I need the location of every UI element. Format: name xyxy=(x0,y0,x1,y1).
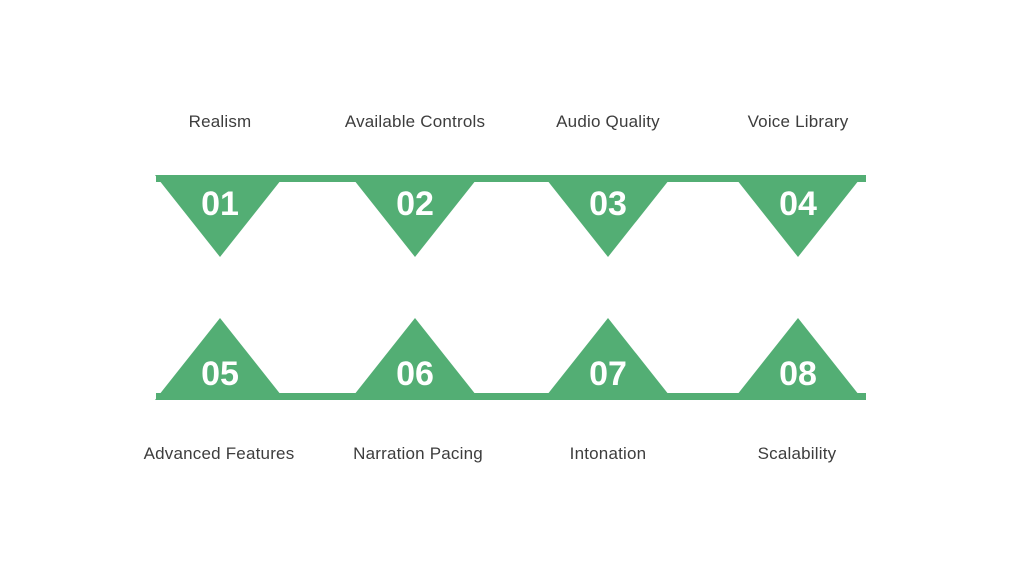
step-label-06: Narration Pacing xyxy=(353,444,483,463)
step-number-03: 03 xyxy=(589,185,627,223)
step-number-07: 07 xyxy=(589,355,627,393)
step-number-04: 04 xyxy=(779,185,817,223)
step-number-02: 02 xyxy=(396,185,434,223)
step-label-07: Intonation xyxy=(569,444,647,463)
step-number-01: 01 xyxy=(201,185,239,223)
top-connector-band xyxy=(156,175,866,182)
step-number-08: 08 xyxy=(779,355,817,393)
step-triangle-02: 02 xyxy=(350,175,480,257)
step-triangle-04: 04 xyxy=(733,175,863,257)
step-number-06: 06 xyxy=(396,355,434,393)
step-label-08: Scalability xyxy=(757,444,837,463)
step-triangle-03: 03 xyxy=(543,175,673,257)
step-label-01: Realism xyxy=(188,112,252,131)
bottom-connector-band xyxy=(156,393,866,400)
step-triangle-06: 06 xyxy=(350,318,480,400)
step-label-03: Audio Quality xyxy=(556,112,660,131)
step-label-05: Advanced Features xyxy=(143,444,295,463)
step-label-04: Voice Library xyxy=(747,112,849,131)
step-triangle-01: 01 xyxy=(155,175,285,257)
step-label-02: Available Controls xyxy=(344,112,486,131)
step-triangle-05: 05 xyxy=(155,318,285,400)
step-triangle-07: 07 xyxy=(543,318,673,400)
step-number-05: 05 xyxy=(201,355,239,393)
step-triangle-08: 08 xyxy=(733,318,863,400)
